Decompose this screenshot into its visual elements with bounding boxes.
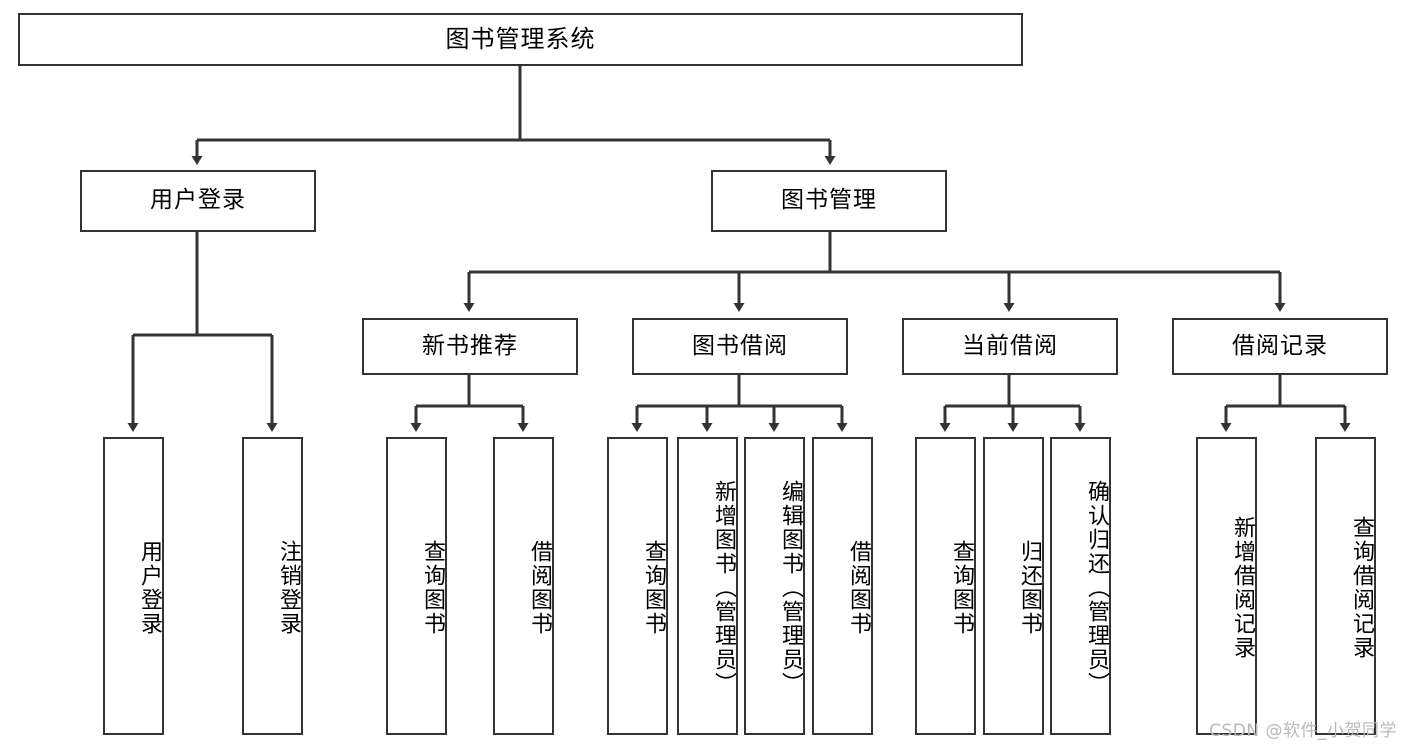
node-label: 查询图书 [420,540,445,636]
node-label: 新增借阅记录 [1230,516,1255,660]
node-user-login[interactable]: 用户登录 [80,170,316,232]
node-label: 注销登录 [276,540,301,636]
node-label: 查询图书 [641,540,666,636]
leaf-current-borrow-confirm-return[interactable]: 确认归还（管理员） [1050,437,1111,735]
node-label: 确认归还（管理员） [1084,480,1109,696]
node-label: 借阅图书 [527,540,552,636]
node-label: 归还图书 [1017,540,1042,636]
node-root-system[interactable]: 图书管理系统 [18,13,1023,66]
node-label: 新增图书（管理员） [711,480,736,696]
leaf-borrow-record-add[interactable]: 新增借阅记录 [1196,437,1257,735]
node-book-management[interactable]: 图书管理 [711,170,947,232]
leaf-current-borrow-query[interactable]: 查询图书 [915,437,976,735]
leaf-new-book-query[interactable]: 查询图书 [386,437,447,735]
node-label: 图书借阅 [692,332,788,359]
node-label: 借阅记录 [1232,332,1328,359]
node-label: 用户登录 [150,187,246,214]
node-label: 编辑图书（管理员） [778,480,803,696]
leaf-book-borrow-edit[interactable]: 编辑图书（管理员） [744,437,805,735]
node-new-book-recommend[interactable]: 新书推荐 [362,318,578,375]
leaf-new-book-borrow[interactable]: 借阅图书 [493,437,554,735]
node-label: 图书管理 [781,187,877,214]
watermark-text: CSDN @软件_小贺同学 [1209,721,1397,741]
leaf-user-login-login[interactable]: 用户登录 [103,437,164,735]
leaf-borrow-record-query[interactable]: 查询借阅记录 [1315,437,1376,735]
leaf-book-borrow-add[interactable]: 新增图书（管理员） [677,437,738,735]
node-label: 借阅图书 [846,540,871,636]
node-label: 当前借阅 [962,332,1058,359]
node-label: 图书管理系统 [445,25,596,54]
leaf-book-borrow-query[interactable]: 查询图书 [607,437,668,735]
node-current-borrow[interactable]: 当前借阅 [902,318,1118,375]
node-label: 查询借阅记录 [1349,516,1374,660]
leaf-current-borrow-return[interactable]: 归还图书 [983,437,1044,735]
node-label: 查询图书 [949,540,974,636]
leaf-user-login-logout[interactable]: 注销登录 [242,437,303,735]
leaf-book-borrow-borrow[interactable]: 借阅图书 [812,437,873,735]
node-borrow-record[interactable]: 借阅记录 [1172,318,1388,375]
node-book-borrow[interactable]: 图书借阅 [632,318,848,375]
node-label: 用户登录 [137,540,162,636]
node-label: 新书推荐 [422,332,518,359]
